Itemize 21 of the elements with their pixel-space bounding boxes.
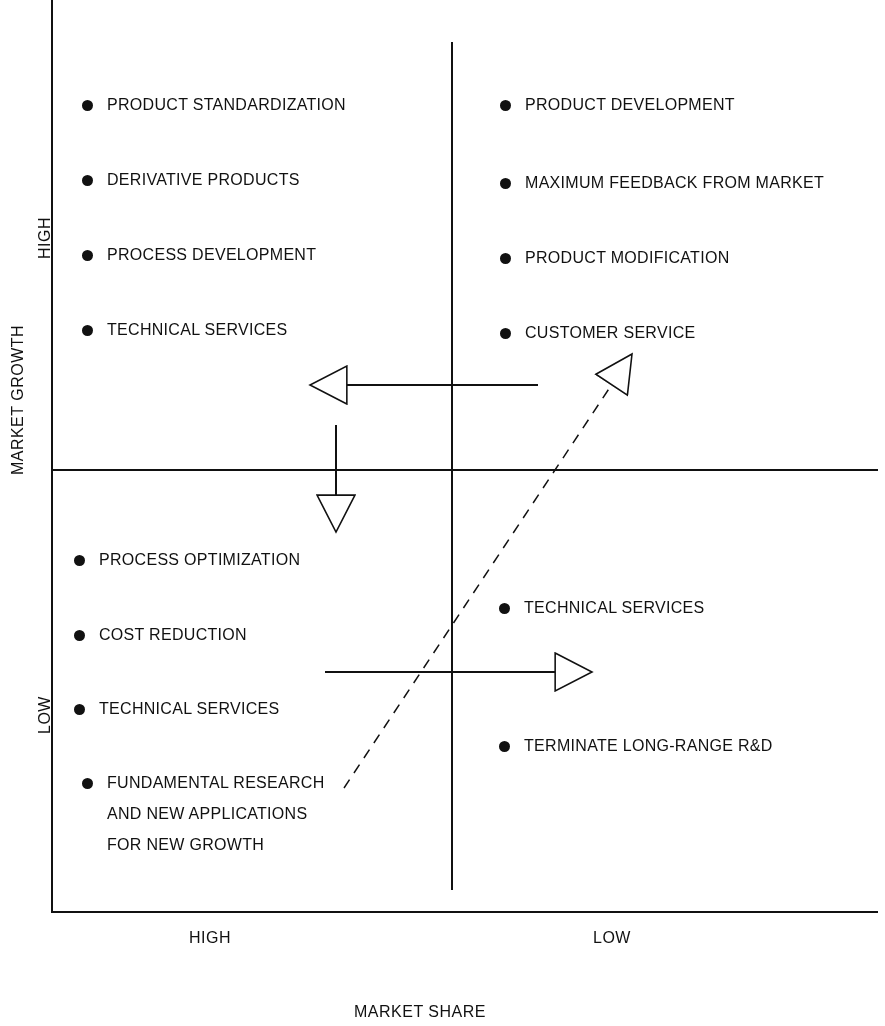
item-text: CUSTOMER SERVICE <box>525 323 696 343</box>
axis-title: MARKET GROWTH <box>9 324 27 476</box>
axis-label: LOW <box>36 696 54 734</box>
item-text: DERIVATIVE PRODUCTS <box>107 170 300 190</box>
item-text: PRODUCT MODIFICATION <box>525 248 730 268</box>
item-text: TECHNICAL SERVICES <box>107 320 288 340</box>
item-text: TECHNICAL SERVICES <box>99 699 280 719</box>
item-text: TECHNICAL SERVICES <box>524 598 705 618</box>
axis-title: MARKET SHARE <box>354 1003 486 1021</box>
item-text: MAXIMUM FEEDBACK FROM MARKET <box>525 173 825 193</box>
item-text: COST REDUCTION <box>99 625 247 645</box>
item-text: TERMINATE LONG-RANGE R&D <box>524 736 773 756</box>
dashed-arrow <box>343 353 633 789</box>
item-text: PROCESS OPTIMIZATION <box>99 550 301 570</box>
item-text: PROCESS DEVELOPMENT <box>107 245 317 265</box>
axis-label: LOW <box>593 929 631 947</box>
item-text: PRODUCT STANDARDIZATION <box>107 95 346 115</box>
axis-label: HIGH <box>36 217 54 259</box>
axis-label: HIGH <box>189 929 231 947</box>
item-text: PRODUCT DEVELOPMENT <box>525 95 735 115</box>
item-text: FUNDAMENTAL RESEARCH AND NEW APPLICATIONS FOR NEW GROWTH <box>107 773 326 855</box>
